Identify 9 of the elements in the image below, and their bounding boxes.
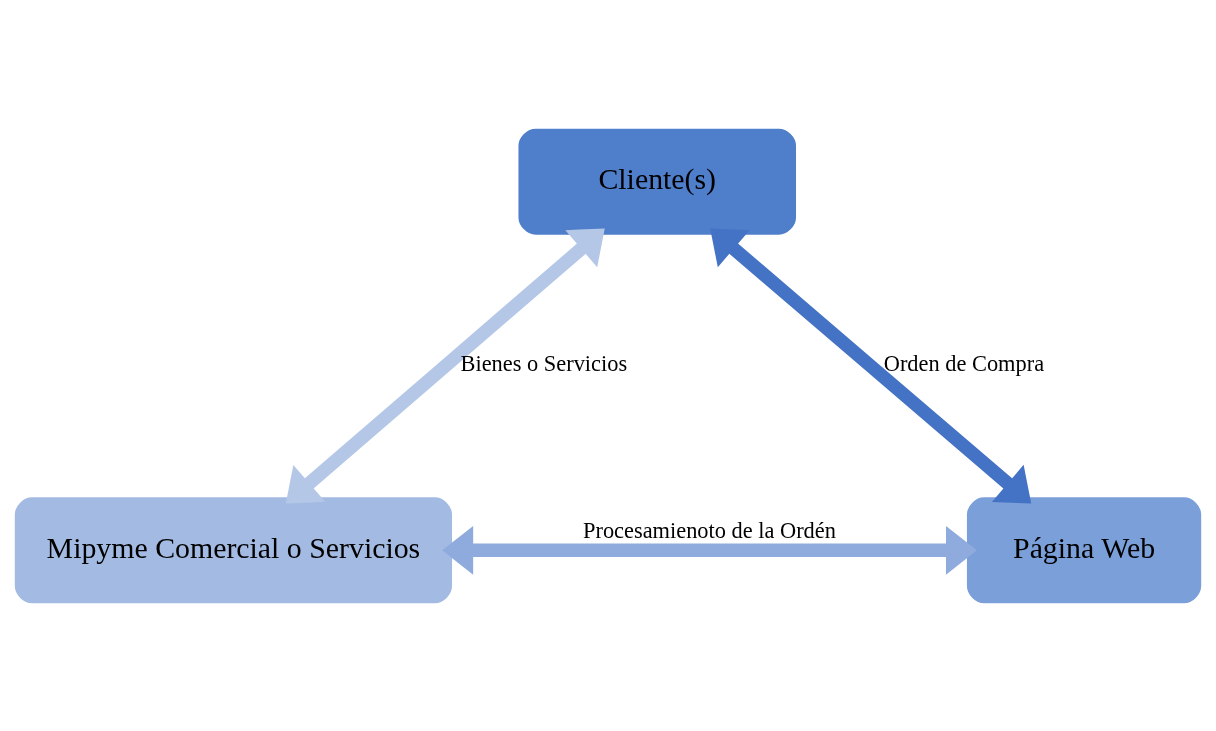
- edge-label: Bienes o Servicios: [460, 350, 628, 376]
- node-box: Página Web: [965, 495, 1203, 605]
- arrow: [285, 228, 605, 504]
- edge-label: Procesamienoto de la Ordén: [583, 517, 836, 543]
- node-box: Cliente(s): [516, 126, 798, 236]
- arrow: [442, 525, 977, 575]
- edge-label: Orden de Compra: [883, 350, 1045, 376]
- arrow: [710, 228, 1032, 504]
- node-box: Mipyme Comercial o Servicios: [13, 495, 454, 605]
